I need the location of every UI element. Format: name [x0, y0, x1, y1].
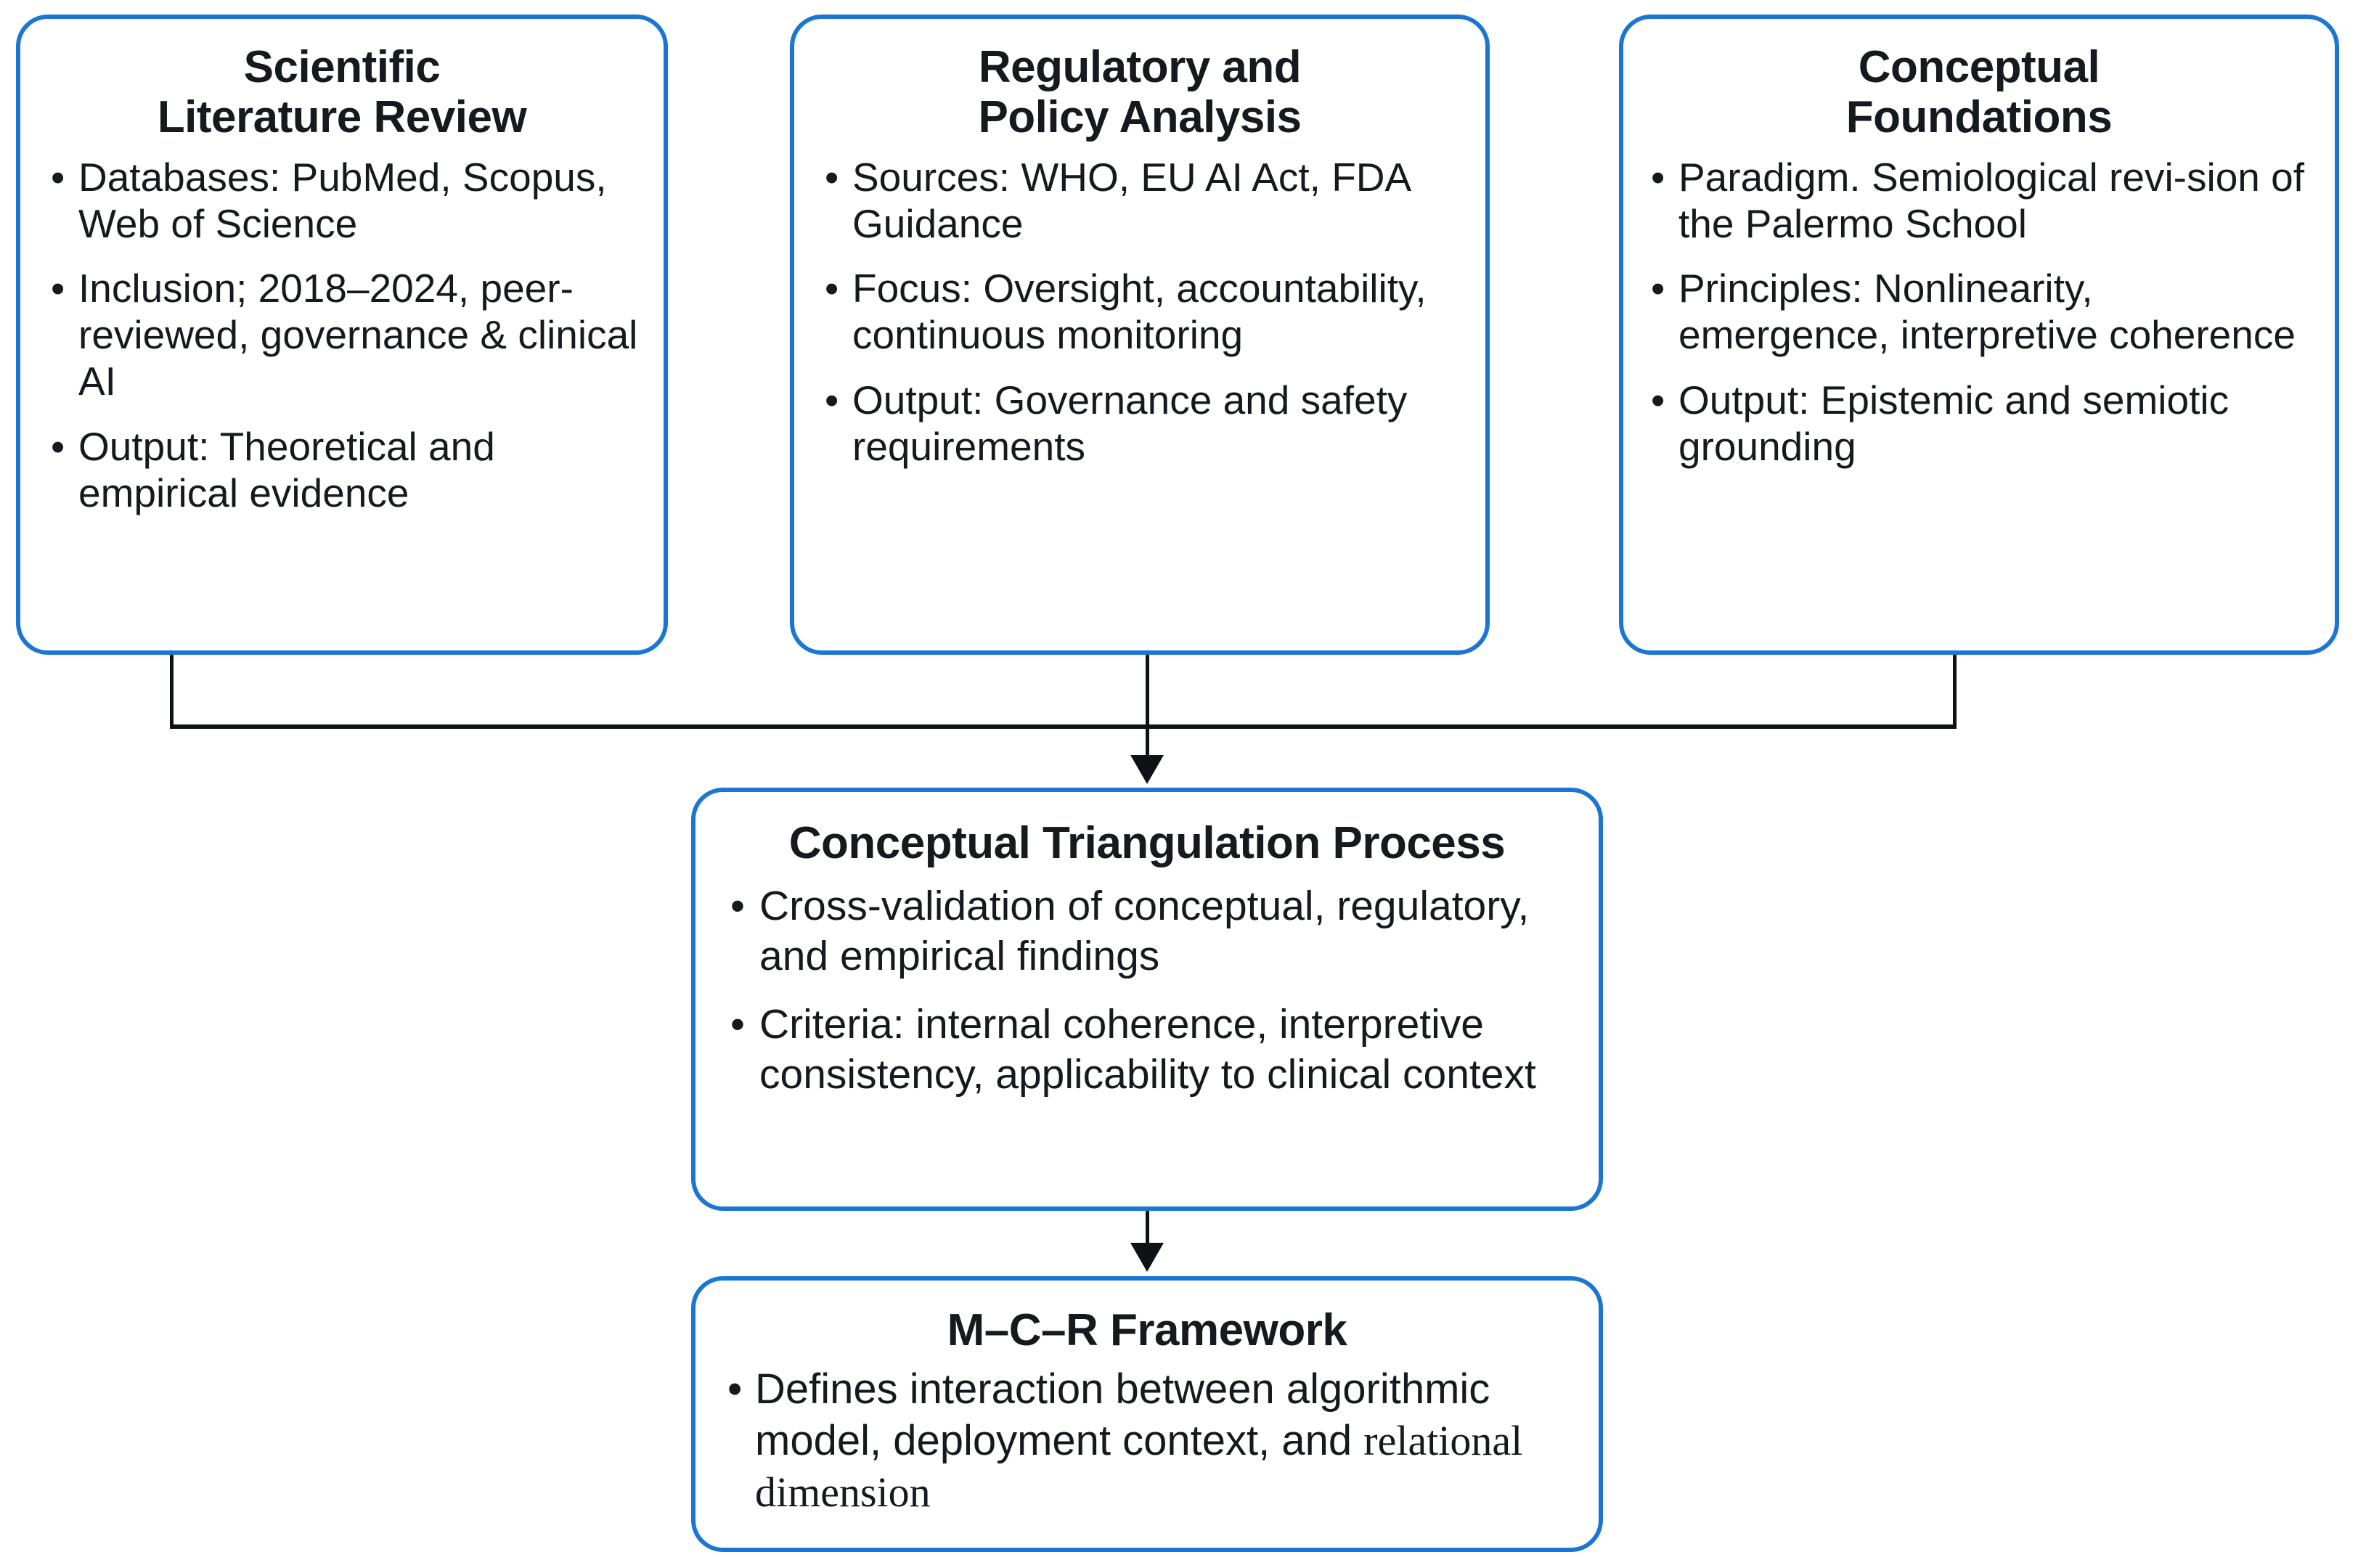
node-title-conceptual-foundations: Conceptual Foundations [1645, 42, 2313, 143]
node-title-line-1: Regulatory and [978, 42, 1302, 92]
bullet-item: • Paradigm. Semiological revi-sion of the… [1645, 155, 2313, 248]
bullet-item: • Output: Epistemic and semiotic groundin… [1645, 377, 2313, 470]
node-title-line-2: Foundations [1845, 92, 2113, 143]
bullet-item: • Output: Governance and safety requireme… [819, 377, 1461, 470]
bullet-text: Focus: Oversight, accountability, contin… [852, 266, 1427, 358]
bullet-item: • Criteria: internal coherence, interpret… [725, 1000, 1570, 1099]
node-conceptual-foundations: Conceptual Foundations • Paradigm. Semiol… [1619, 15, 2339, 655]
bullet-item: • Databases: PubMed, Scopus, Web of Scien… [45, 155, 639, 248]
connector-arrow-stem-to-triangulation [1146, 724, 1149, 759]
bullet-text: Output: Epistemic and semiotic grounding [1678, 377, 2230, 469]
bullet-glyph-icon: • [730, 1001, 745, 1048]
node-title-line-2: Policy Analysis [978, 92, 1302, 143]
bullet-item: • Cross-validation of conceptual, regulat… [725, 881, 1570, 981]
node-title-line-1: Scientific [243, 42, 441, 92]
node-mcr-framework: M–C–R Framework •Defines interaction bet… [691, 1276, 1603, 1552]
bullet-glyph-icon: • [51, 423, 65, 469]
bullet-text: Defines interaction between algorithmic … [755, 1365, 1490, 1465]
connector-drop-left [170, 655, 174, 727]
bullet-text: Sources: WHO, EU AI Act, FDA Guidance [852, 154, 1410, 246]
bullet-text: Output: Governance and safety requiremen… [852, 377, 1408, 469]
connector-drop-center [1146, 655, 1149, 727]
node-title-line-1: Conceptual [1858, 42, 2100, 92]
bullet-text: Databases: PubMed, Scopus, Web of Scienc… [78, 154, 607, 246]
node-title-conceptual-triangulation-process: Conceptual Triangulation Process [788, 818, 1506, 868]
connector-drop-right [1953, 655, 1957, 727]
node-title-line-2: Literature Review [157, 92, 527, 143]
bullet-text: Output: Theoretical and empirical eviden… [78, 423, 495, 515]
node-title-regulatory-policy-analysis: Regulatory and Policy Analysis [819, 42, 1461, 143]
connector-bus-horizontal [170, 724, 1957, 729]
node-scientific-literature-review: Scientific Literature Review • Databases:… [16, 15, 668, 655]
bullet-item: • Principles: Nonlinearity, emergence, in… [1645, 266, 2313, 359]
bullet-item: • Output: Theoretical and empirical evide… [45, 424, 639, 517]
bullet-list-mcr-framework: •Defines interaction between algorithmic… [723, 1364, 1571, 1518]
bullet-list-conceptual-triangulation-process: • Cross-validation of conceptual, regulat… [725, 881, 1570, 1099]
bullet-text: Cross-validation of conceptual, regulato… [759, 883, 1530, 979]
bullet-item: • Sources: WHO, EU AI Act, FDA Guidance [819, 155, 1461, 248]
node-regulatory-policy-analysis: Regulatory and Policy Analysis • Sources:… [790, 15, 1490, 655]
bullet-item: •Defines interaction between algorithmic… [723, 1364, 1571, 1518]
bullet-glyph-icon: • [1651, 266, 1665, 311]
bullet-glyph-icon: • [1651, 154, 1665, 200]
bullet-text: Criteria: internal coherence, interpreti… [759, 1001, 1536, 1098]
bullet-text: Inclusion; 2018–2024, peer-reviewed, gov… [78, 266, 638, 404]
node-title-mcr-framework: M–C–R Framework [947, 1305, 1347, 1355]
node-title-scientific-literature-review: Scientific Literature Review [45, 42, 639, 143]
bullet-text-serif: relational dimension [755, 1417, 1523, 1516]
bullet-glyph-icon: • [825, 154, 839, 200]
arrow-head-to-framework [1130, 1243, 1164, 1272]
bullet-glyph-icon: • [825, 266, 839, 311]
node-conceptual-triangulation-process: Conceptual Triangulation Process • Cross-… [691, 788, 1603, 1211]
bullet-text: Paradigm. Semiological revi-sion of the … [1678, 154, 2305, 246]
bullet-item: • Inclusion; 2018–2024, peer-reviewed, go… [45, 266, 639, 404]
bullet-glyph-icon: • [51, 266, 65, 311]
bullet-glyph-icon: • [1651, 377, 1665, 423]
arrow-head-to-triangulation [1130, 755, 1164, 784]
bullet-glyph-icon: • [51, 154, 65, 200]
bullet-glyph-icon: • [825, 377, 839, 423]
bullet-glyph-icon: • [730, 883, 745, 930]
bullet-text: Principles: Nonlinearity, emergence, int… [1678, 266, 2296, 358]
bullet-glyph-icon: • [727, 1365, 743, 1413]
bullet-list-scientific-literature-review: • Databases: PubMed, Scopus, Web of Scien… [45, 155, 639, 517]
bullet-list-regulatory-policy-analysis: • Sources: WHO, EU AI Act, FDA Guidance •… [819, 155, 1461, 470]
bullet-list-conceptual-foundations: • Paradigm. Semiological revi-sion of the… [1645, 155, 2313, 470]
bullet-item: • Focus: Oversight, accountability, conti… [819, 266, 1461, 359]
connector-arrow-stem-to-framework [1146, 1211, 1149, 1246]
